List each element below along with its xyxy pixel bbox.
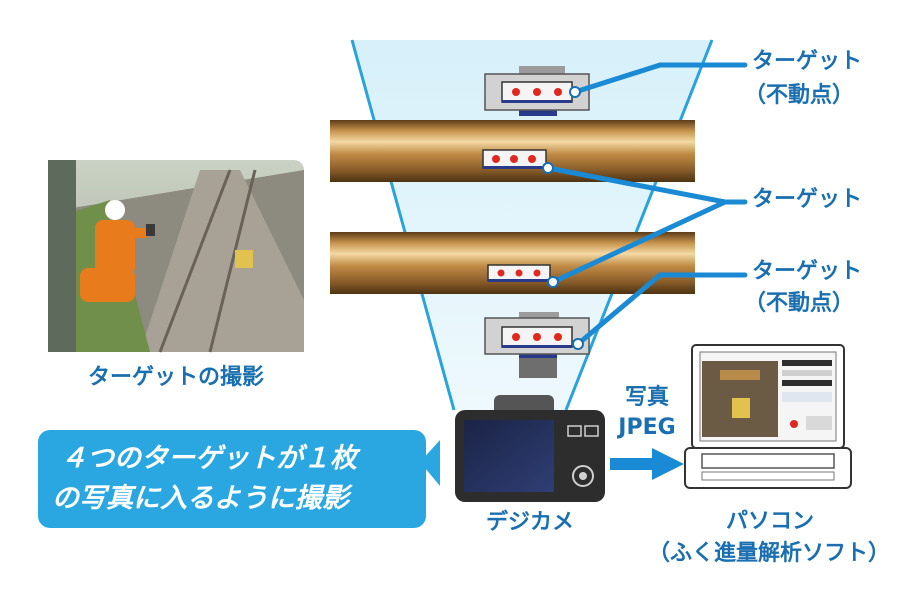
camera-icon <box>455 395 605 502</box>
leader-endpoints <box>542 86 584 350</box>
transfer-label-format: JPEG <box>618 415 676 440</box>
pc-label: パソコン <box>725 509 814 534</box>
label-fixed-target-1-note: （不動点） <box>744 83 855 108</box>
photo-caption: ターゲットの撮影 <box>87 365 264 390</box>
field-photo <box>48 160 304 353</box>
camera-label: デジカメ <box>485 510 574 535</box>
rail-target-lower <box>487 264 551 282</box>
pc-sublabel: （ふく進量解析ソフト） <box>647 541 890 566</box>
transfer-arrow <box>610 448 684 480</box>
label-fixed-target-2-note: （不動点） <box>744 291 855 316</box>
rail-target-upper <box>482 149 547 169</box>
label-rail-target: ターゲット <box>752 187 863 212</box>
fixed-target-bottom <box>484 312 590 378</box>
callout-line-1: ４つのターゲットが１枚 <box>60 443 357 474</box>
transfer-label-photo: 写真 <box>624 385 669 410</box>
callout-line-2: の写真に入るように撮影 <box>52 483 349 514</box>
callout-box <box>38 430 440 528</box>
leader-lines <box>545 62 748 347</box>
label-fixed-target-2: ターゲット <box>752 259 863 284</box>
laptop-icon <box>684 344 852 489</box>
label-fixed-target-1: ターゲット <box>752 49 863 74</box>
